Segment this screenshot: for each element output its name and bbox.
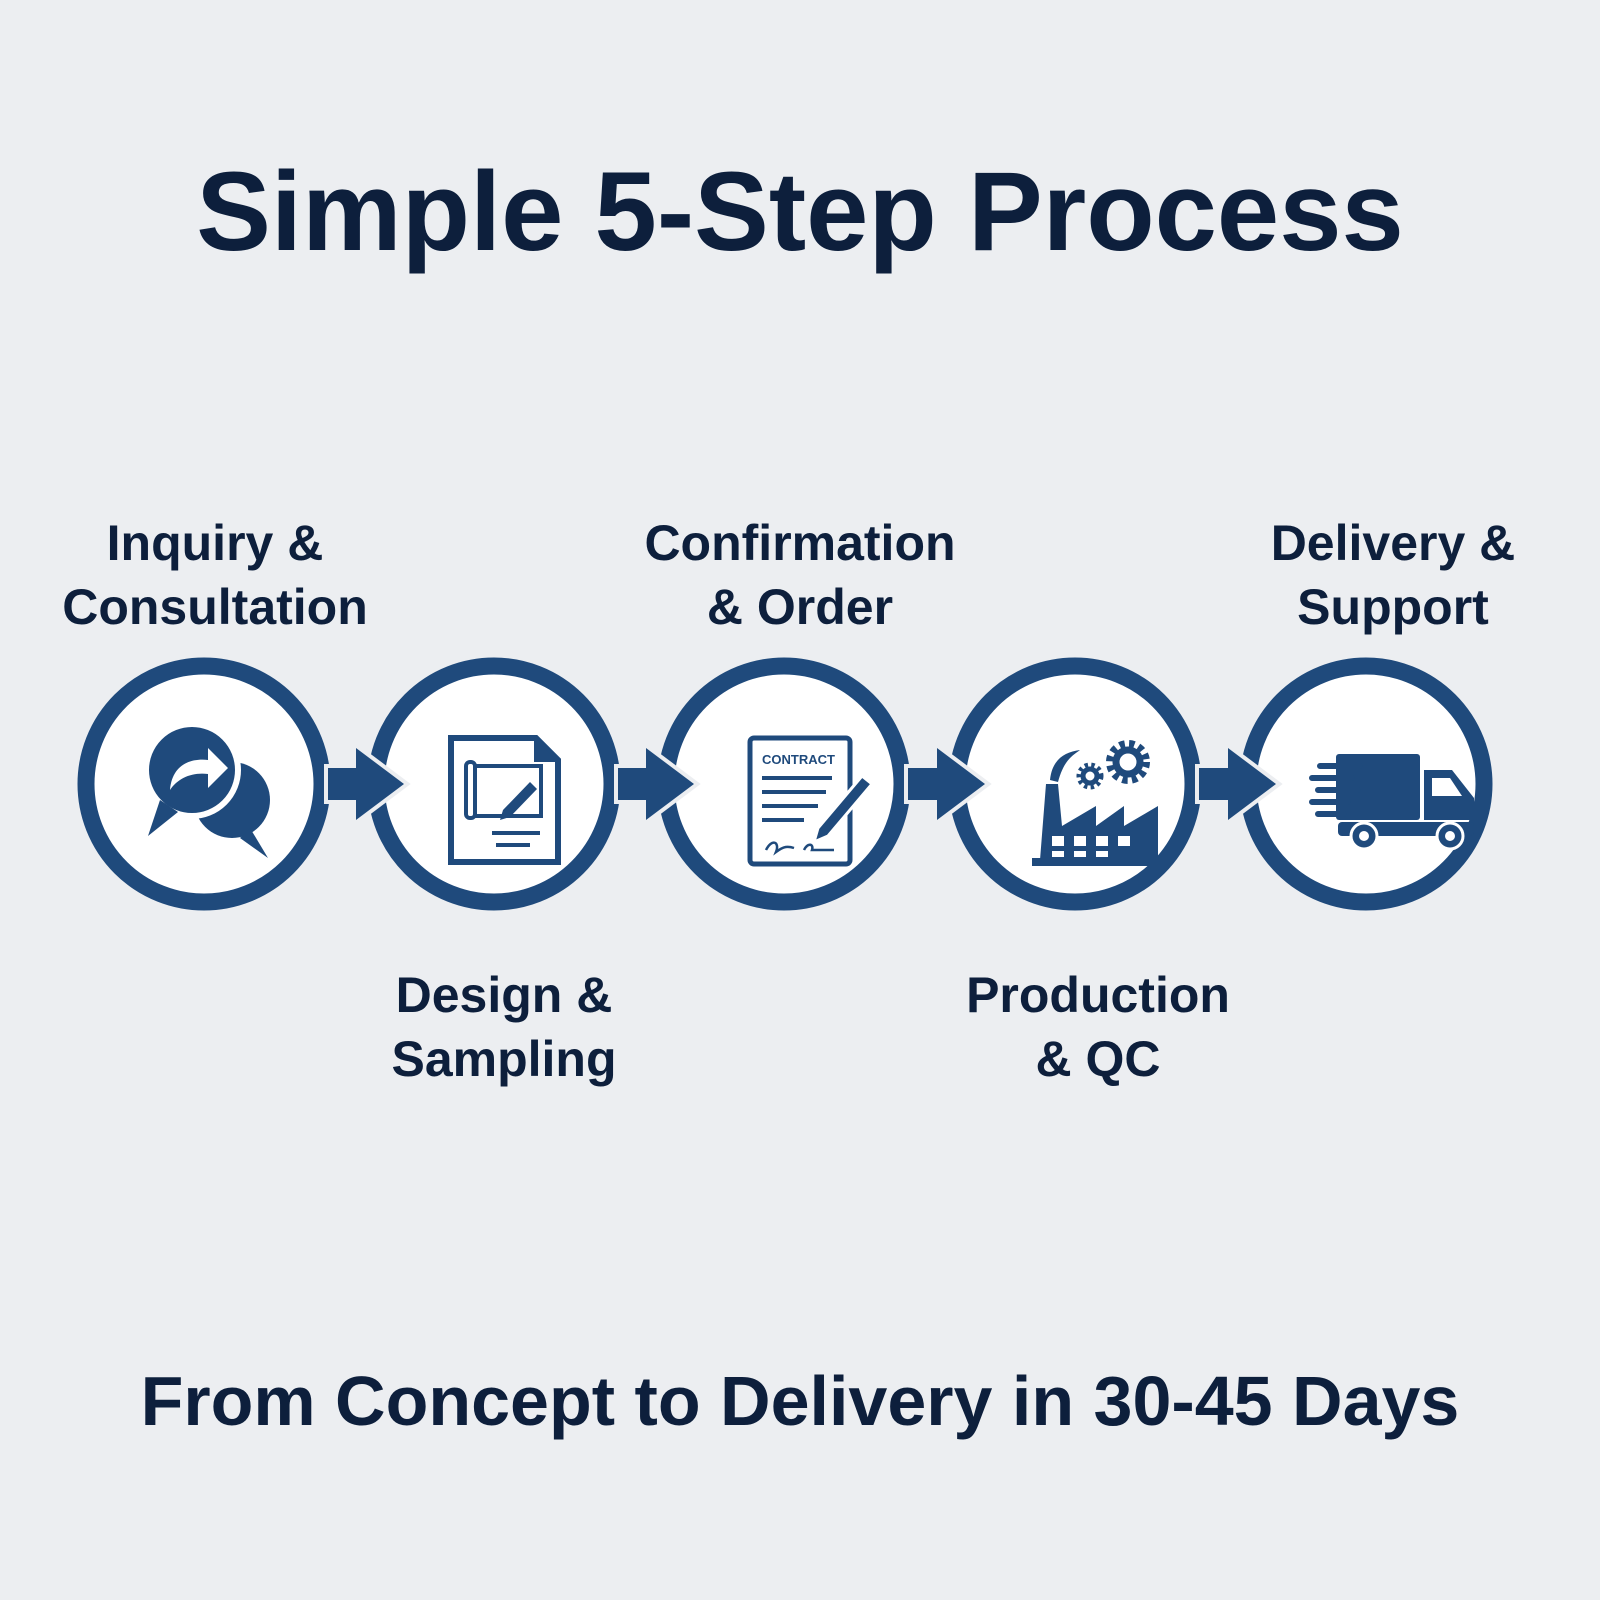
arrow-1-2 [324,740,411,828]
step-5-label: Delivery & Support [1271,515,1516,635]
arrow-4-5 [1195,740,1283,828]
page-title: Simple 5-Step Process [196,149,1404,274]
step-5-label-line2: Support [1297,579,1489,635]
arrow-2-3 [614,740,701,828]
step-2-label-line2: Sampling [391,1031,616,1087]
step-4-label-line2: & QC [1036,1031,1161,1087]
step-3-label-line1: Confirmation [644,515,955,571]
step-3-label: Confirmation & Order [644,515,955,635]
step-3-label-line2: & Order [707,579,893,635]
arrow-3-4 [904,740,992,828]
step-2-label: Design & Sampling [391,967,616,1087]
contract-text: CONTRACT [762,752,835,767]
blueprint-document-icon [448,735,561,865]
step-4-circle [948,657,1202,911]
factory-gears-icon [1032,740,1160,866]
step-2-circle [367,657,621,911]
contract-icon: CONTRACT [747,735,875,867]
step-5-label-line1: Delivery & [1271,515,1516,571]
chat-bubbles-icon [143,721,270,858]
step-2-label-line1: Design & [396,967,613,1023]
footer-tagline: From Concept to Delivery in 30-45 Days [141,1362,1460,1440]
step-1-label: Inquiry & Consultation [62,515,368,635]
step-1-label-line2: Consultation [62,579,368,635]
step-1-label-line1: Inquiry & [107,515,324,571]
step-4-label: Production & QC [966,967,1230,1087]
delivery-truck-icon [1309,754,1474,851]
step-4-label-line1: Production [966,967,1230,1023]
